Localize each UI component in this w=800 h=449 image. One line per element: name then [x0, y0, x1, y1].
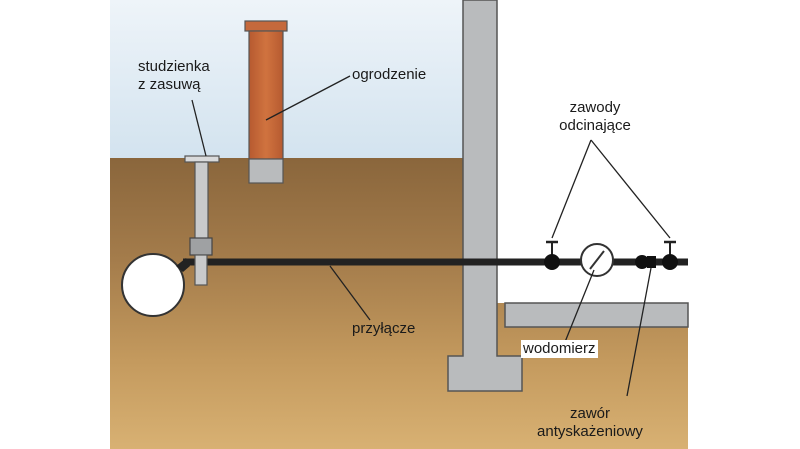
- valve-chamber: [184, 155, 220, 286]
- water-main-pipe: [121, 253, 185, 317]
- shutoff-valve-outer: [544, 240, 560, 270]
- leader-shutoff-1: [551, 139, 592, 239]
- basement-floor-slab: [504, 302, 689, 328]
- fence-post: [244, 20, 288, 184]
- leader-water-meter: [564, 269, 595, 343]
- shutoff-valve-inner: [662, 240, 678, 270]
- label-connection-text: przyłącze: [352, 320, 416, 337]
- label-shutoff-valves: zawody odcinające: [552, 99, 638, 135]
- water-meter: [580, 243, 614, 277]
- label-water-meter-text: wodomierz: [523, 340, 596, 357]
- leader-connection: [329, 265, 371, 321]
- label-chamber-line2: z zasuwą: [138, 76, 201, 93]
- label-fence: ogrodzenie: [352, 66, 426, 84]
- main-tap-saddle: [176, 258, 190, 272]
- label-fence-text: ogrodzenie: [352, 66, 427, 83]
- label-water-meter: wodomierz: [521, 340, 598, 358]
- label-backflow-line2: antyskażeniowy: [537, 423, 643, 440]
- backflow-valve: [635, 255, 656, 269]
- leader-fence: [265, 75, 351, 121]
- label-chamber: studzienka z zasuwą: [138, 58, 210, 94]
- leader-backflow: [626, 267, 652, 397]
- label-shutoff-line2: odcinające: [559, 117, 631, 134]
- label-shutoff-line1: zawody: [569, 99, 621, 116]
- label-backflow-line1: zawór: [569, 405, 610, 422]
- label-chamber-line1: studzienka: [138, 58, 210, 75]
- label-connection: przyłącze: [352, 320, 415, 338]
- leader-chamber: [191, 99, 207, 157]
- leader-shutoff-2: [590, 139, 671, 239]
- building-wall: [447, 0, 523, 392]
- label-backflow-valve: zawór antyskażeniowy: [531, 405, 649, 441]
